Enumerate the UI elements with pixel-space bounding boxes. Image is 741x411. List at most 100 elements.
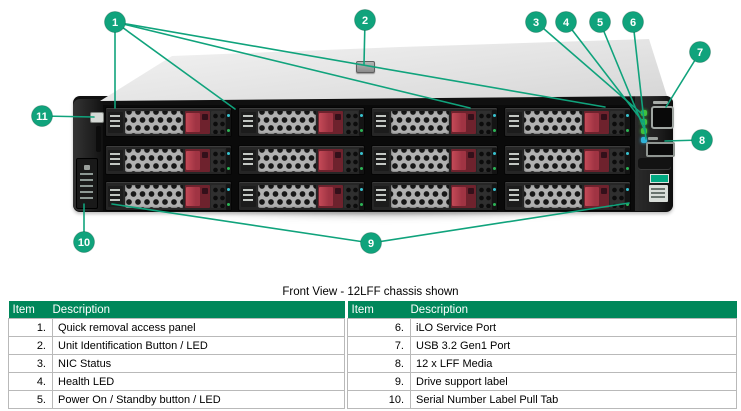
- power-button-led: [641, 128, 647, 134]
- drive-activity-led: [360, 114, 363, 117]
- latch-button: [468, 114, 474, 120]
- svg-text:1: 1: [112, 17, 118, 29]
- drive-release-latch: [451, 185, 476, 208]
- drive-status-led: [360, 166, 363, 170]
- drive-vent-dark: [610, 148, 624, 172]
- callout-9: 9: [360, 232, 382, 254]
- drive-vent-grille: [524, 111, 582, 134]
- lff-drive-tray: [105, 144, 232, 175]
- drive-status-led: [626, 166, 629, 170]
- drive-label: [374, 112, 389, 133]
- drive-vent-dark: [344, 148, 358, 172]
- drive-activity-led: [227, 151, 230, 155]
- latch-handle: [585, 187, 599, 206]
- ilo-port-label: [653, 101, 668, 104]
- callout-5: 5: [589, 11, 611, 33]
- ear-groove: [96, 126, 101, 152]
- item-description: USB 3.2 Gen1 Port: [410, 336, 737, 355]
- table-row: 2. Unit Identification Button / LED: [8, 336, 345, 355]
- table-row: 7. USB 3.2 Gen1 Port: [347, 336, 737, 355]
- drive-release-latch: [584, 185, 609, 208]
- item-number: 6.: [347, 318, 411, 337]
- drive-activity-led: [626, 188, 629, 191]
- lff-drive-tray: [238, 144, 365, 175]
- lff-drive-tray: [371, 144, 498, 175]
- latch-button: [335, 188, 341, 194]
- drive-activity-led: [227, 188, 230, 191]
- item-description: Health LED: [52, 372, 345, 391]
- drive-label: [108, 186, 123, 207]
- drive-label: [507, 112, 522, 133]
- model-label-text-line: [651, 196, 665, 198]
- drive-status-led: [626, 203, 629, 206]
- usb-port-label: [648, 137, 658, 140]
- drive-status-led: [493, 166, 496, 170]
- item-column-header: Item: [8, 301, 53, 319]
- drive-label: [241, 149, 256, 171]
- drive-activity-led: [360, 151, 363, 155]
- lff-drive-tray: [504, 107, 631, 137]
- drive-label: [507, 186, 522, 207]
- drive-vent-dark: [477, 185, 491, 208]
- drive-led-strip: [359, 110, 364, 136]
- nic-status-led: [641, 110, 647, 116]
- drive-vent-grille: [125, 111, 183, 134]
- item-number: 2.: [8, 336, 53, 355]
- drive-release-latch: [185, 148, 210, 172]
- latch-handle: [319, 113, 333, 132]
- svg-text:6: 6: [630, 17, 636, 29]
- drive-release-latch: [584, 111, 609, 134]
- drive-label: [374, 186, 389, 207]
- drive-label: [374, 149, 389, 171]
- drive-status-led: [626, 129, 629, 132]
- drive-release-latch: [318, 111, 343, 134]
- drive-status-led: [227, 203, 230, 206]
- drive-led-strip: [226, 147, 231, 174]
- latch-handle: [186, 113, 200, 132]
- drive-vent-dark: [211, 148, 225, 172]
- latch-button: [468, 188, 474, 194]
- drive-led-strip: [625, 147, 630, 174]
- drive-activity-led: [493, 151, 496, 155]
- drive-release-latch: [318, 148, 343, 172]
- svg-text:9: 9: [368, 238, 374, 250]
- latch-handle: [452, 113, 466, 132]
- table-header-row: Item Description: [347, 301, 737, 319]
- table-header-row: Item Description: [8, 301, 345, 319]
- svg-text:3: 3: [533, 17, 539, 29]
- drive-led-strip: [492, 184, 497, 210]
- item-description: iLO Service Port: [410, 318, 737, 337]
- drive-activity-led: [626, 114, 629, 117]
- latch-handle: [186, 150, 200, 170]
- table-row: 6. iLO Service Port: [347, 318, 737, 337]
- drive-activity-led: [227, 114, 230, 117]
- drive-label: [241, 186, 256, 207]
- drive-vent-grille: [391, 148, 449, 172]
- callout-3: 3: [525, 11, 547, 33]
- callout-lines: [41, 19, 703, 244]
- uid-led: [641, 137, 647, 143]
- lff-drive-tray: [371, 181, 498, 211]
- item-number: 9.: [347, 372, 411, 391]
- table-row: 3. NIC Status: [8, 354, 345, 373]
- svg-text:4: 4: [563, 17, 570, 29]
- drive-vent-dark: [211, 111, 225, 134]
- drive-vent-dark: [344, 111, 358, 134]
- callout-11: 11: [31, 105, 53, 127]
- lff-drive-tray: [105, 181, 232, 211]
- drive-vent-grille: [258, 148, 316, 172]
- item-number: 5.: [8, 390, 53, 409]
- table-row: 9. Drive support label: [347, 372, 737, 391]
- callout-2: 2: [354, 9, 376, 31]
- item-number: 4.: [8, 372, 53, 391]
- drive-activity-led: [626, 151, 629, 155]
- svg-text:8: 8: [699, 135, 705, 147]
- parts-table-left: Item Description 1. Quick removal access…: [8, 301, 345, 409]
- item-description: Power On / Standby button / LED: [52, 390, 345, 409]
- callout-overlay: 1 2 3 4 5 6 7: [31, 9, 713, 254]
- latch-button: [601, 188, 607, 194]
- table-row: 1. Quick removal access panel: [8, 318, 345, 337]
- item-description: Unit Identification Button / LED: [52, 336, 345, 355]
- drive-led-strip: [359, 184, 364, 210]
- drive-vent-dark: [610, 185, 624, 208]
